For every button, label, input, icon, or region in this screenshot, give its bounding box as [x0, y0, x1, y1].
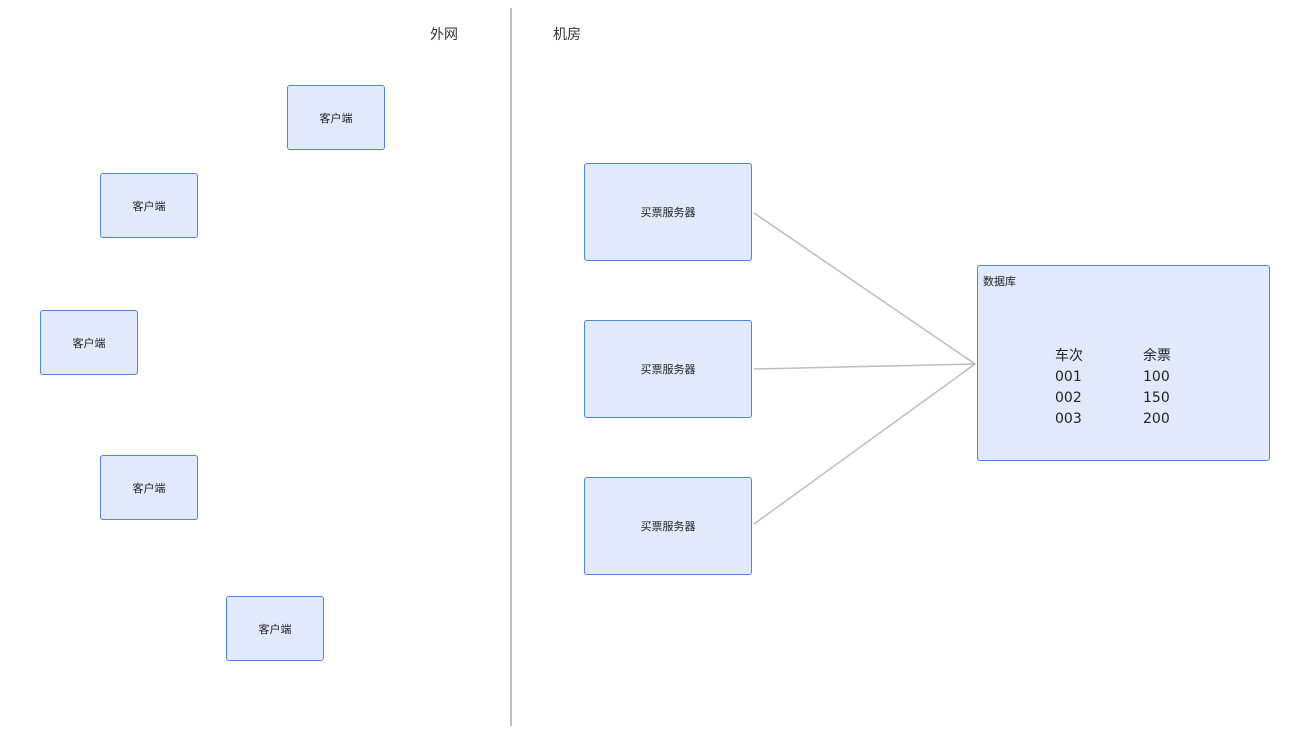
server-label: 买票服务器	[640, 520, 696, 533]
database-node[interactable]: 数据库 车次 余票 001 100 002 150 003 200	[977, 265, 1270, 461]
column-header-remaining: 余票	[1143, 348, 1171, 364]
table-row: 002 150	[1055, 388, 1203, 409]
ticket-server-node[interactable]: 买票服务器	[584, 163, 752, 261]
connector-arrow	[753, 212, 976, 365]
client-node[interactable]: 客户端	[100, 173, 198, 238]
zone-label-external: 外网	[430, 27, 458, 43]
zone-divider	[510, 8, 512, 726]
client-node[interactable]: 客户端	[287, 85, 385, 150]
ticket-table: 车次 余票 001 100 002 150 003 200	[1055, 346, 1203, 430]
train-number-cell: 003	[1055, 411, 1082, 427]
server-label: 买票服务器	[640, 206, 696, 219]
client-node[interactable]: 客户端	[100, 455, 198, 520]
server-label: 买票服务器	[640, 363, 696, 376]
ticket-server-node[interactable]: 买票服务器	[584, 477, 752, 575]
zone-label-datacenter: 机房	[553, 27, 581, 43]
train-number-cell: 002	[1055, 390, 1082, 406]
table-row: 003 200	[1055, 409, 1203, 430]
client-label: 客户端	[319, 111, 353, 125]
client-label: 客户端	[132, 481, 166, 495]
remaining-tickets-cell: 150	[1143, 390, 1170, 406]
table-header-row: 车次 余票	[1055, 346, 1203, 367]
table-row: 001 100	[1055, 367, 1203, 388]
client-label: 客户端	[132, 199, 166, 213]
column-header-train: 车次	[1055, 348, 1083, 364]
ticket-server-node[interactable]: 买票服务器	[584, 320, 752, 418]
client-label: 客户端	[258, 622, 292, 636]
client-node[interactable]: 客户端	[226, 596, 324, 661]
train-number-cell: 001	[1055, 369, 1082, 385]
remaining-tickets-cell: 100	[1143, 369, 1170, 385]
arrowhead-icon	[964, 356, 977, 372]
connector-arrow	[753, 363, 976, 370]
database-title: 数据库	[983, 275, 1016, 288]
connector-arrow	[753, 363, 976, 525]
client-label: 客户端	[72, 336, 106, 350]
remaining-tickets-cell: 200	[1143, 411, 1170, 427]
client-node[interactable]: 客户端	[40, 310, 138, 375]
